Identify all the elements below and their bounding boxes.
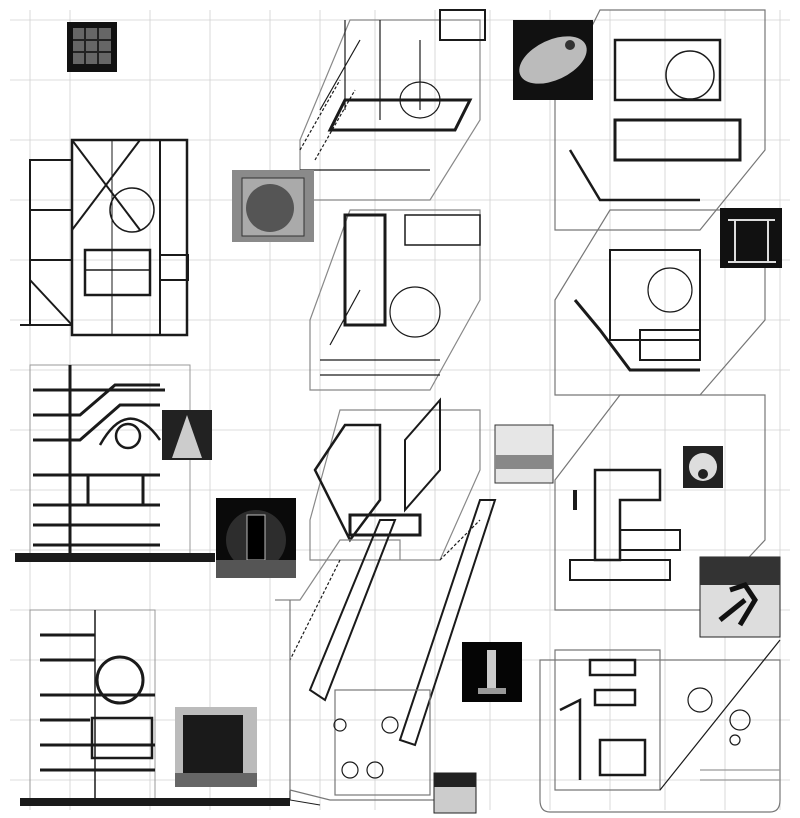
photo-conical-tree — [162, 410, 212, 460]
isometric-volume-right-3 — [554, 394, 766, 611]
isometric-volume-2 — [309, 209, 481, 391]
photo-sphere-in-cube — [232, 170, 314, 242]
isometric-volume-right-1 — [554, 9, 766, 231]
isometric-volume-right-4-plaza — [539, 639, 781, 813]
photo-crowd — [494, 424, 554, 484]
photo-hockey-player — [699, 556, 781, 638]
isometric-volume-3 — [289, 397, 481, 661]
elevation-top-left — [20, 138, 189, 337]
isometric-volume-4-plaza — [275, 499, 497, 801]
section-middle-left — [15, 364, 215, 562]
photo-street-corner — [433, 772, 477, 814]
isometric-volume-1 — [299, 9, 486, 201]
section-bottom-left — [20, 609, 321, 806]
isometric-volume-right-2 — [554, 209, 766, 396]
photo-facade-texture — [67, 22, 117, 72]
reference-photos — [67, 20, 782, 814]
photo-space-station — [513, 20, 593, 100]
photo-tower — [462, 642, 522, 702]
photo-monolith — [216, 498, 296, 578]
photo-dark-building — [175, 707, 257, 787]
photo-crane-structure — [720, 208, 782, 268]
photo-face — [683, 446, 723, 488]
